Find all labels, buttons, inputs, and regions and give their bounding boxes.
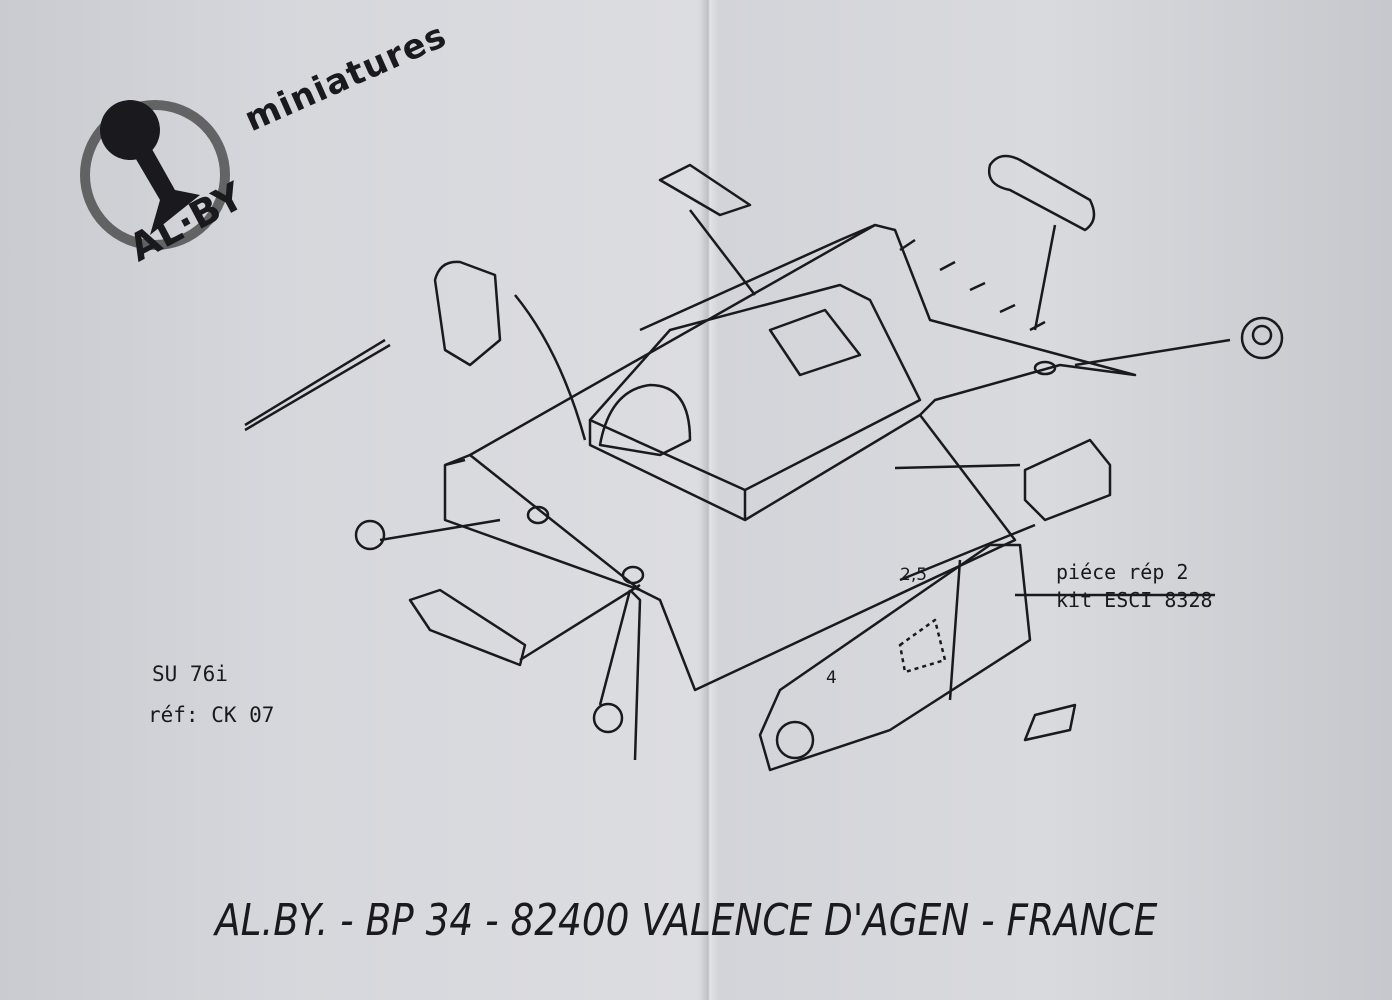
dimension-a: 2,5	[900, 565, 928, 585]
part-note-line2: kit ESCI 8328	[1056, 588, 1213, 612]
dimension-b: 4	[826, 668, 837, 688]
hull-drawing	[443, 223, 1137, 692]
parts-drawings	[244, 154, 1284, 772]
footer-address: AL.BY. - BP 34 - 82400 VALENCE D'AGEN - …	[215, 895, 1158, 946]
kit-model: SU 76i	[152, 662, 228, 686]
part-note-line1: piéce rép 2	[1056, 560, 1189, 584]
kit-reference: réf: CK 07	[148, 703, 275, 727]
paper-fold	[700, 0, 718, 1000]
alby-logo-emblem	[80, 100, 230, 250]
